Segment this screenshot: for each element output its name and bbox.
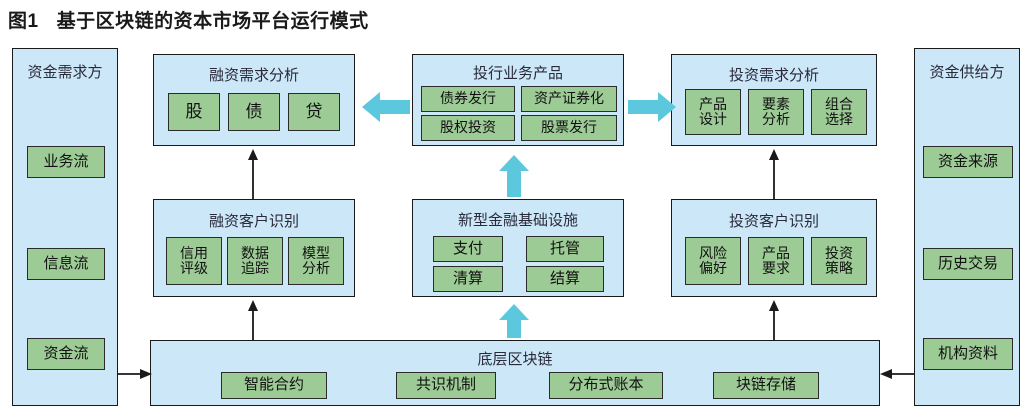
chip-information-flow[interactable]: 信息流	[27, 248, 105, 280]
chip-investment-strategy[interactable]: 投资 策略	[811, 237, 867, 285]
arrow-right-column-to-blockchain-icon	[880, 367, 914, 381]
panel-investment-demand-analysis[interactable]: 投资需求分析 产品 设计 要素 分析 组合 选择	[671, 54, 877, 146]
arrow-left-column-to-blockchain-icon	[118, 367, 152, 381]
panel-ib-products-title: 投行业务产品	[472, 65, 563, 82]
arrow-blockchain-to-infrastructure-icon	[497, 304, 531, 338]
chip-blockchain-storage[interactable]: 块链存储	[713, 372, 819, 399]
arrow-blockchain-to-investment-customer-icon	[766, 300, 782, 340]
chip-product-requirement[interactable]: 产品 要求	[748, 237, 804, 285]
panel-investment-customer-identification-title: 投资客户识别	[728, 213, 819, 230]
panel-financing-customer-identification-title: 融资客户识别	[208, 213, 299, 230]
chip-distributed-ledger[interactable]: 分布式账本	[549, 372, 663, 399]
chip-risk-preference[interactable]: 风险 偏好	[685, 237, 741, 285]
chip-settlement[interactable]: 结算	[526, 266, 604, 292]
panel-underlying-blockchain[interactable]: 底层区块链 智能合约 共识机制 分布式账本 块链存储	[150, 340, 880, 406]
chip-historical-transactions[interactable]: 历史交易	[923, 248, 1013, 280]
panel-capital-supplier[interactable]: 资金供给方 资金来源 历史交易 机构资料	[914, 48, 1020, 406]
panel-capital-demander-title: 资金需求方	[27, 64, 103, 81]
panel-investment-customer-identification[interactable]: 投资客户识别 风险 偏好 产品 要求 投资 策略	[671, 199, 877, 297]
chip-asset-securitization[interactable]: 资产证券化	[521, 86, 617, 112]
chip-business-flow[interactable]: 业务流	[27, 146, 105, 178]
panel-underlying-blockchain-title: 底层区块链	[477, 351, 553, 368]
arrow-financing-customer-to-financing-demand-icon	[245, 149, 261, 199]
chip-custody[interactable]: 托管	[526, 236, 604, 262]
chip-bond-issuance[interactable]: 债券发行	[421, 86, 515, 112]
arrow-blockchain-to-financing-customer-icon	[245, 300, 261, 340]
panel-financing-demand-analysis[interactable]: 融资需求分析 股 债 贷	[153, 54, 355, 146]
chip-stock-issuance[interactable]: 股票发行	[521, 115, 617, 141]
chip-capital-flow[interactable]: 资金流	[27, 338, 105, 370]
chip-clearing[interactable]: 清算	[433, 266, 503, 292]
figure-number: 图1	[8, 11, 39, 32]
chip-product-design[interactable]: 产品 设计	[685, 89, 741, 135]
arrow-investment-customer-to-investment-demand-icon	[766, 149, 782, 199]
chip-loan[interactable]: 贷	[288, 93, 340, 131]
panel-investment-demand-analysis-title: 投资需求分析	[728, 67, 819, 84]
chip-equity[interactable]: 股	[168, 93, 220, 131]
chip-bond[interactable]: 债	[228, 93, 280, 131]
chip-consensus-mechanism[interactable]: 共识机制	[396, 372, 496, 399]
panel-financing-customer-identification[interactable]: 融资客户识别 信用 评级 数据 追踪 模型 分析	[153, 199, 355, 297]
chip-credit-rating[interactable]: 信用 评级	[166, 237, 222, 285]
chip-equity-investment[interactable]: 股权投资	[421, 115, 515, 141]
arrow-ib-to-investment-demand-icon	[628, 90, 676, 124]
figure-title-text: 基于区块链的资本市场平台运行模式	[56, 11, 369, 32]
panel-financing-demand-analysis-title: 融资需求分析	[208, 67, 299, 84]
chip-institution-profile[interactable]: 机构资料	[923, 338, 1013, 370]
chip-portfolio-selection[interactable]: 组合 选择	[811, 89, 867, 135]
chip-smart-contract[interactable]: 智能合约	[221, 372, 327, 399]
panel-new-financial-infrastructure-title: 新型金融基础设施	[457, 212, 578, 229]
arrow-infrastructure-to-ib-icon	[497, 155, 531, 197]
figure-title: 图1 基于区块链的资本市场平台运行模式	[8, 6, 369, 33]
chip-data-tracking[interactable]: 数据 追踪	[227, 237, 283, 285]
chip-payment[interactable]: 支付	[433, 236, 503, 262]
chip-model-analysis[interactable]: 模型 分析	[288, 237, 344, 285]
panel-capital-demander[interactable]: 资金需求方 业务流 信息流 资金流	[12, 48, 118, 406]
arrow-ib-to-financing-demand-icon	[362, 90, 410, 124]
chip-factor-analysis[interactable]: 要素 分析	[748, 89, 804, 135]
panel-new-financial-infrastructure[interactable]: 新型金融基础设施 支付 托管 清算 结算	[412, 199, 624, 297]
panel-ib-products[interactable]: 投行业务产品 债券发行 资产证券化 股权投资 股票发行	[412, 54, 624, 146]
chip-capital-source[interactable]: 资金来源	[923, 146, 1013, 178]
panel-capital-supplier-title: 资金供给方	[929, 64, 1005, 81]
